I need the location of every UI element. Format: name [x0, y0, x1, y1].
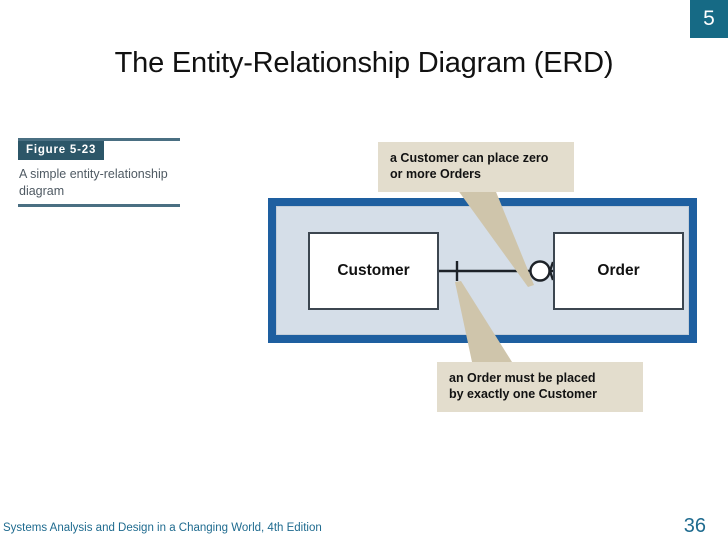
callout-order-placed-by-customer: an Order must be placed by exactly one C…: [437, 362, 643, 412]
page-title: The Entity-Relationship Diagram (ERD): [114, 47, 614, 79]
entity-box-order: Order: [553, 232, 684, 310]
callout-customer-places-orders: a Customer can place zero or more Orders: [378, 142, 574, 192]
slide-number-badge: 5: [690, 0, 728, 38]
entity-label-order: Order: [597, 262, 640, 279]
figure-description: A simple entity-relationship diagram: [19, 167, 168, 198]
entity-label-customer: Customer: [337, 262, 410, 279]
footer-source-text: Systems Analysis and Design in a Changin…: [3, 522, 322, 534]
entity-box-customer: Customer: [308, 232, 439, 310]
figure-rule-bottom: [18, 204, 180, 207]
figure-label: Figure 5-23: [18, 141, 105, 160]
footer-page-number: 36: [683, 515, 706, 537]
figure-rule-top: [18, 138, 180, 141]
